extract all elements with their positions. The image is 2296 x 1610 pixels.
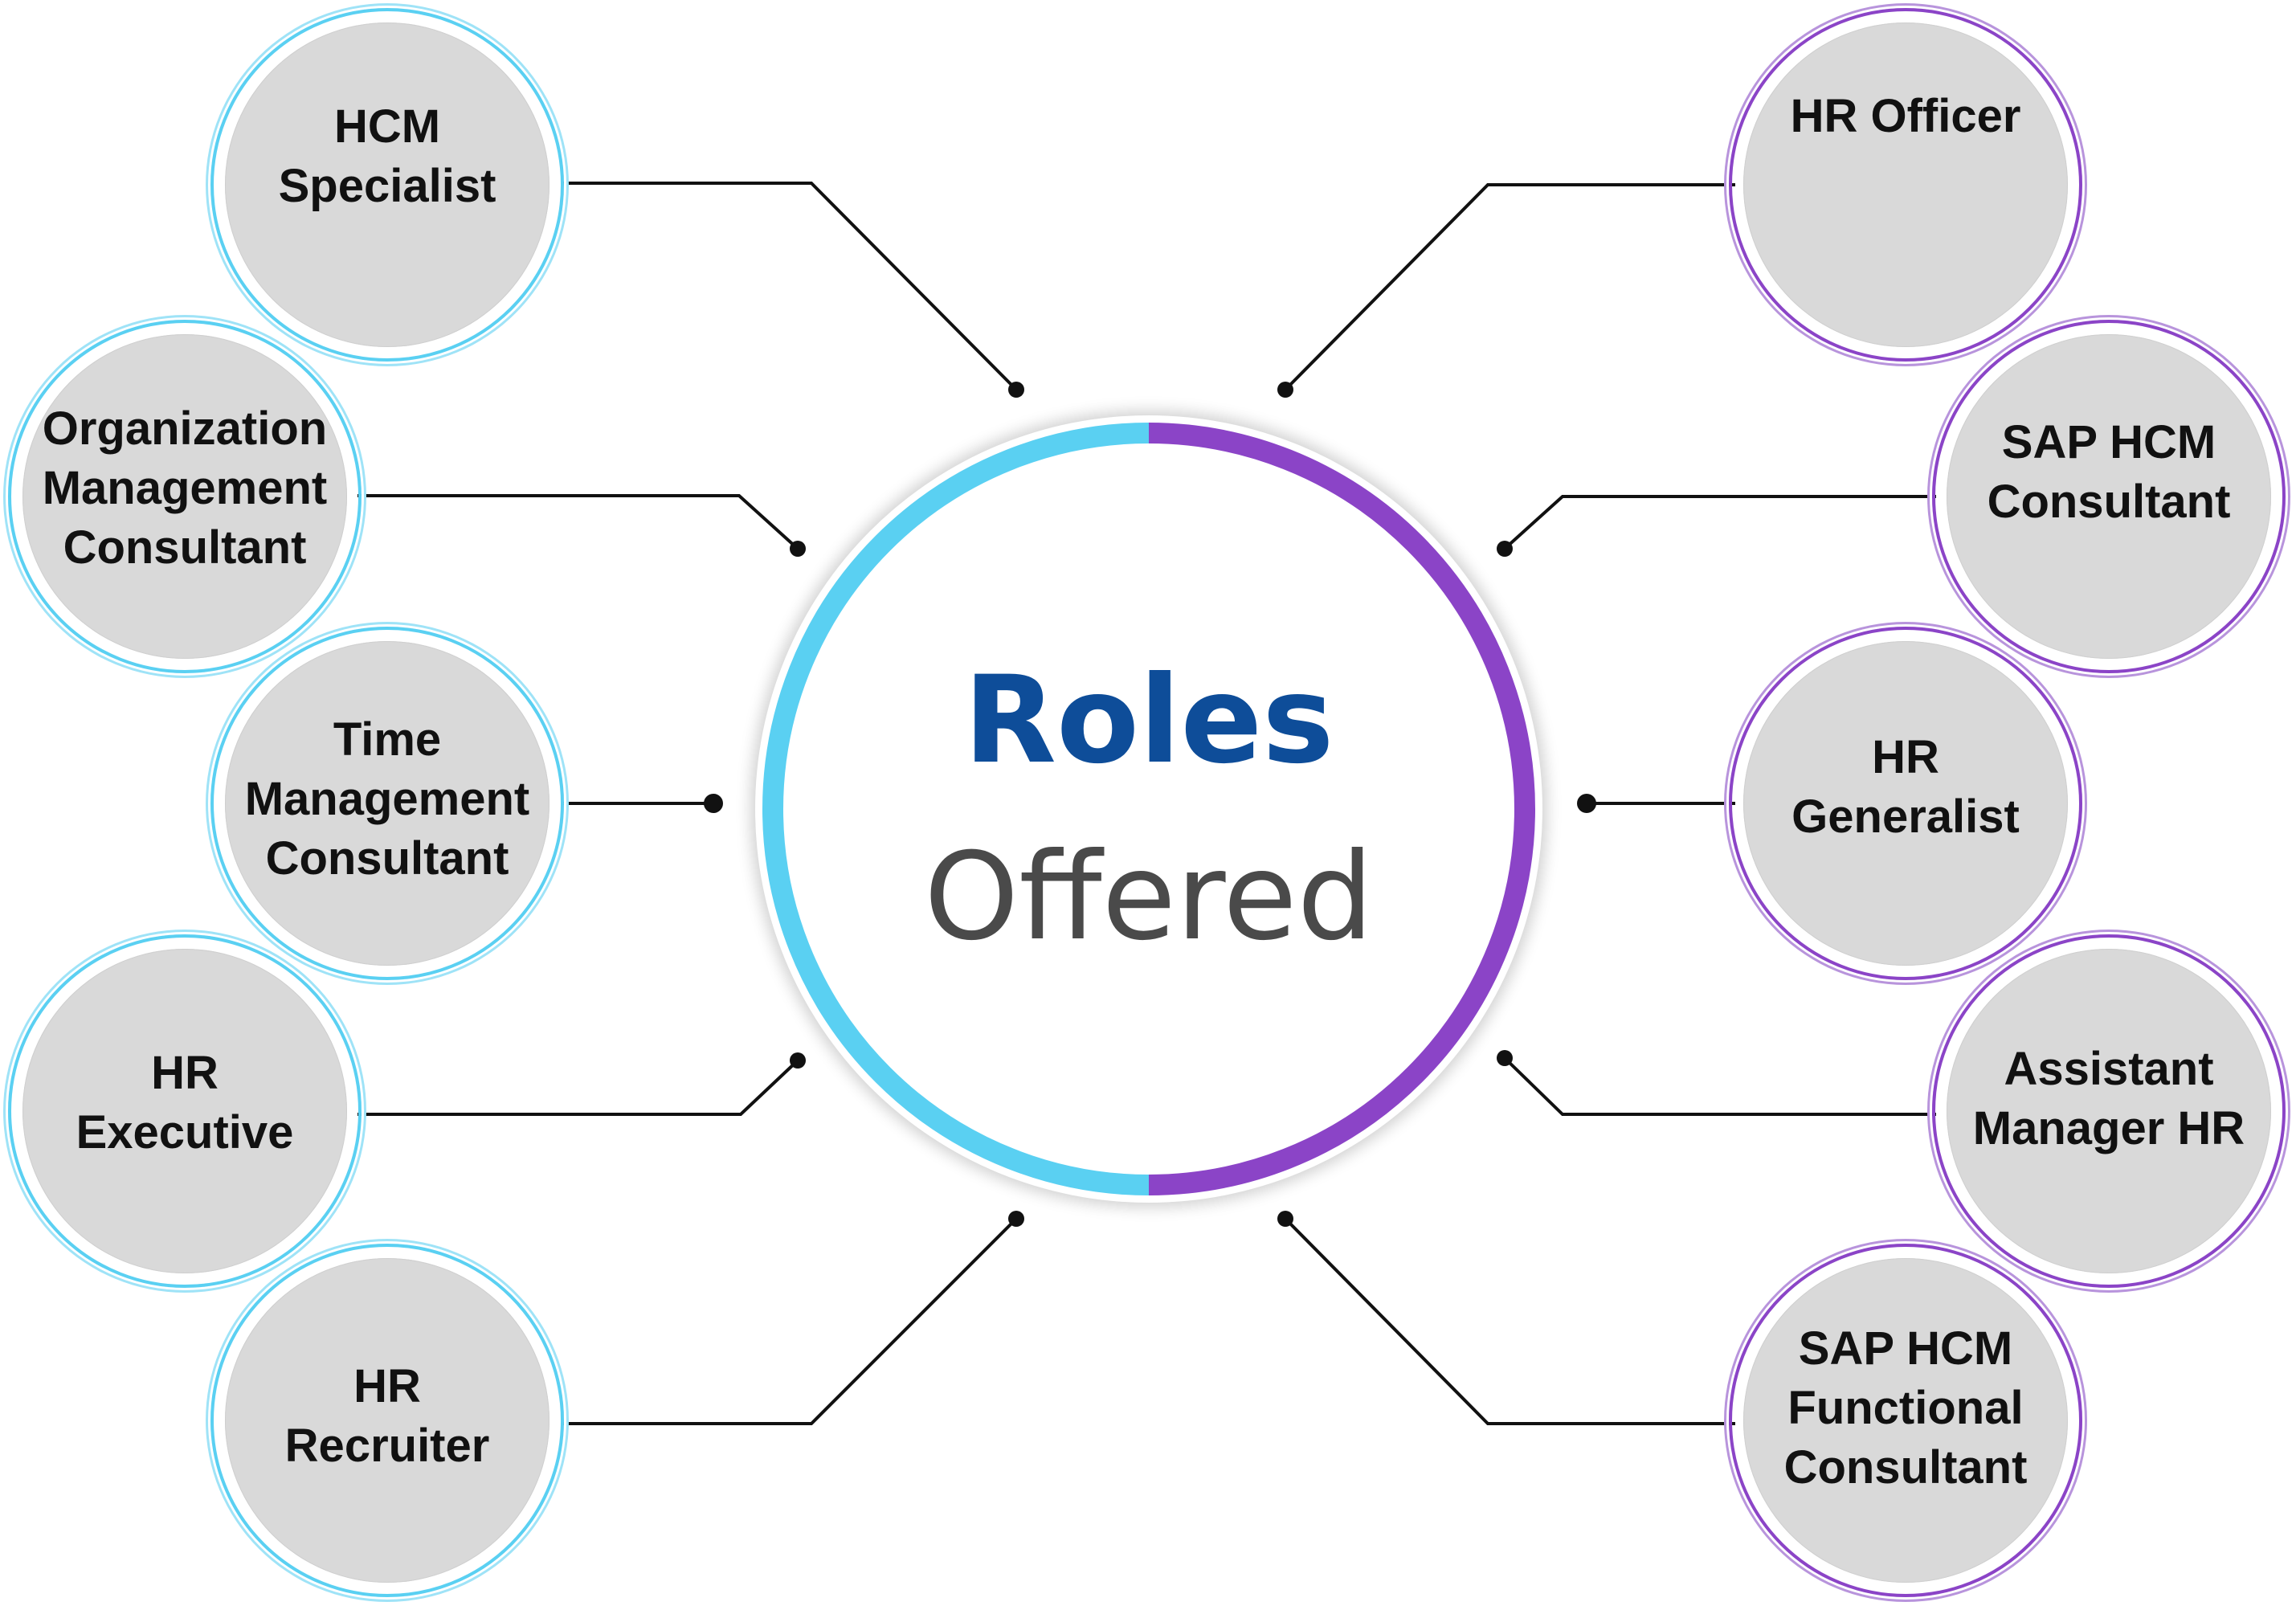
role-label: HCM Specialist — [278, 100, 496, 212]
role-label: SAP HCM Consultant — [1987, 416, 2231, 528]
role-label: SAP HCM Functional Consultant — [1783, 1322, 2028, 1494]
hub-title: Roles — [963, 651, 1334, 791]
connector-dot-sap-hcm-consultant — [1497, 541, 1513, 557]
connector-hr-executive — [357, 1059, 799, 1116]
role-bubble-fill — [1743, 22, 2068, 347]
connector-dot-hr-recruiter — [1008, 1211, 1024, 1227]
role-label: Organization Management Consultant — [42, 402, 328, 574]
role-label: Assistant Manager HR — [1972, 1043, 2245, 1154]
role-sap-hcm-functional-consultant: SAP HCM Functional Consultant — [1729, 1244, 2082, 1597]
role-label: HR Executive — [76, 1047, 294, 1158]
role-assistant-manager-hr: Assistant Manager HR — [1932, 934, 2286, 1288]
connector-dot-hcm-specialist — [1008, 382, 1024, 398]
role-bubble-fill — [1947, 334, 2271, 659]
hub-ring — [762, 423, 1535, 1195]
connector-dot-hr-generalist — [1577, 794, 1596, 813]
connector-assistant-manager — [1503, 1056, 1936, 1116]
role-hr-recruiter: HR Recruiter — [210, 1244, 564, 1597]
role-hcm-specialist: HCM Specialist — [210, 8, 564, 362]
connector-dot-assistant-manager — [1497, 1050, 1513, 1066]
role-bubble-fill — [225, 1258, 549, 1583]
connector-sap-hcm-consultant — [1503, 495, 1936, 550]
connector-hr-recruiter — [562, 1217, 1018, 1425]
role-bubble-fill — [225, 22, 549, 347]
role-bubble-fill — [225, 641, 549, 966]
role-bubble-fill — [22, 334, 347, 659]
hub-ring-right-arc — [1148, 423, 1535, 1195]
role-bubble-fill — [1947, 949, 2271, 1273]
role-bubble-fill — [1743, 641, 2068, 966]
connector-dot-time-management — [704, 794, 723, 813]
role-bubble-fill — [1743, 1258, 2068, 1583]
role-label: HR Generalist — [1791, 731, 2020, 843]
connector-organization-management — [357, 494, 799, 550]
role-time-management-consultant: Time Management Consultant — [210, 627, 564, 980]
connector-dot-hr-officer — [1277, 382, 1293, 398]
connector-sap-hcm-functional — [1284, 1217, 1735, 1425]
connector-dot-organization-management — [790, 541, 806, 557]
role-hr-generalist: HR Generalist — [1729, 627, 2082, 980]
hub-text: Roles Offered — [755, 415, 1542, 1203]
role-label: HR Recruiter — [284, 1360, 490, 1472]
role-label: HR Officer — [1790, 90, 2021, 142]
role-hr-officer: HR Officer — [1729, 8, 2082, 362]
role-sap-hcm-consultant: SAP HCM Consultant — [1932, 320, 2286, 673]
role-bubble-fill — [22, 949, 347, 1273]
hub-ring-left-arc — [762, 423, 1150, 1195]
connector-dot-hr-executive — [790, 1052, 806, 1069]
role-hr-executive: HR Executive — [8, 934, 362, 1288]
connector-hcm-specialist — [562, 182, 1018, 391]
role-organization-management-consultant: Organization Management Consultant — [8, 320, 362, 673]
hub-subtitle: Offered — [924, 827, 1374, 967]
connector-dot-sap-hcm-functional — [1277, 1211, 1293, 1227]
role-label: Time Management Consultant — [244, 713, 530, 885]
connector-hr-officer — [1284, 183, 1735, 391]
